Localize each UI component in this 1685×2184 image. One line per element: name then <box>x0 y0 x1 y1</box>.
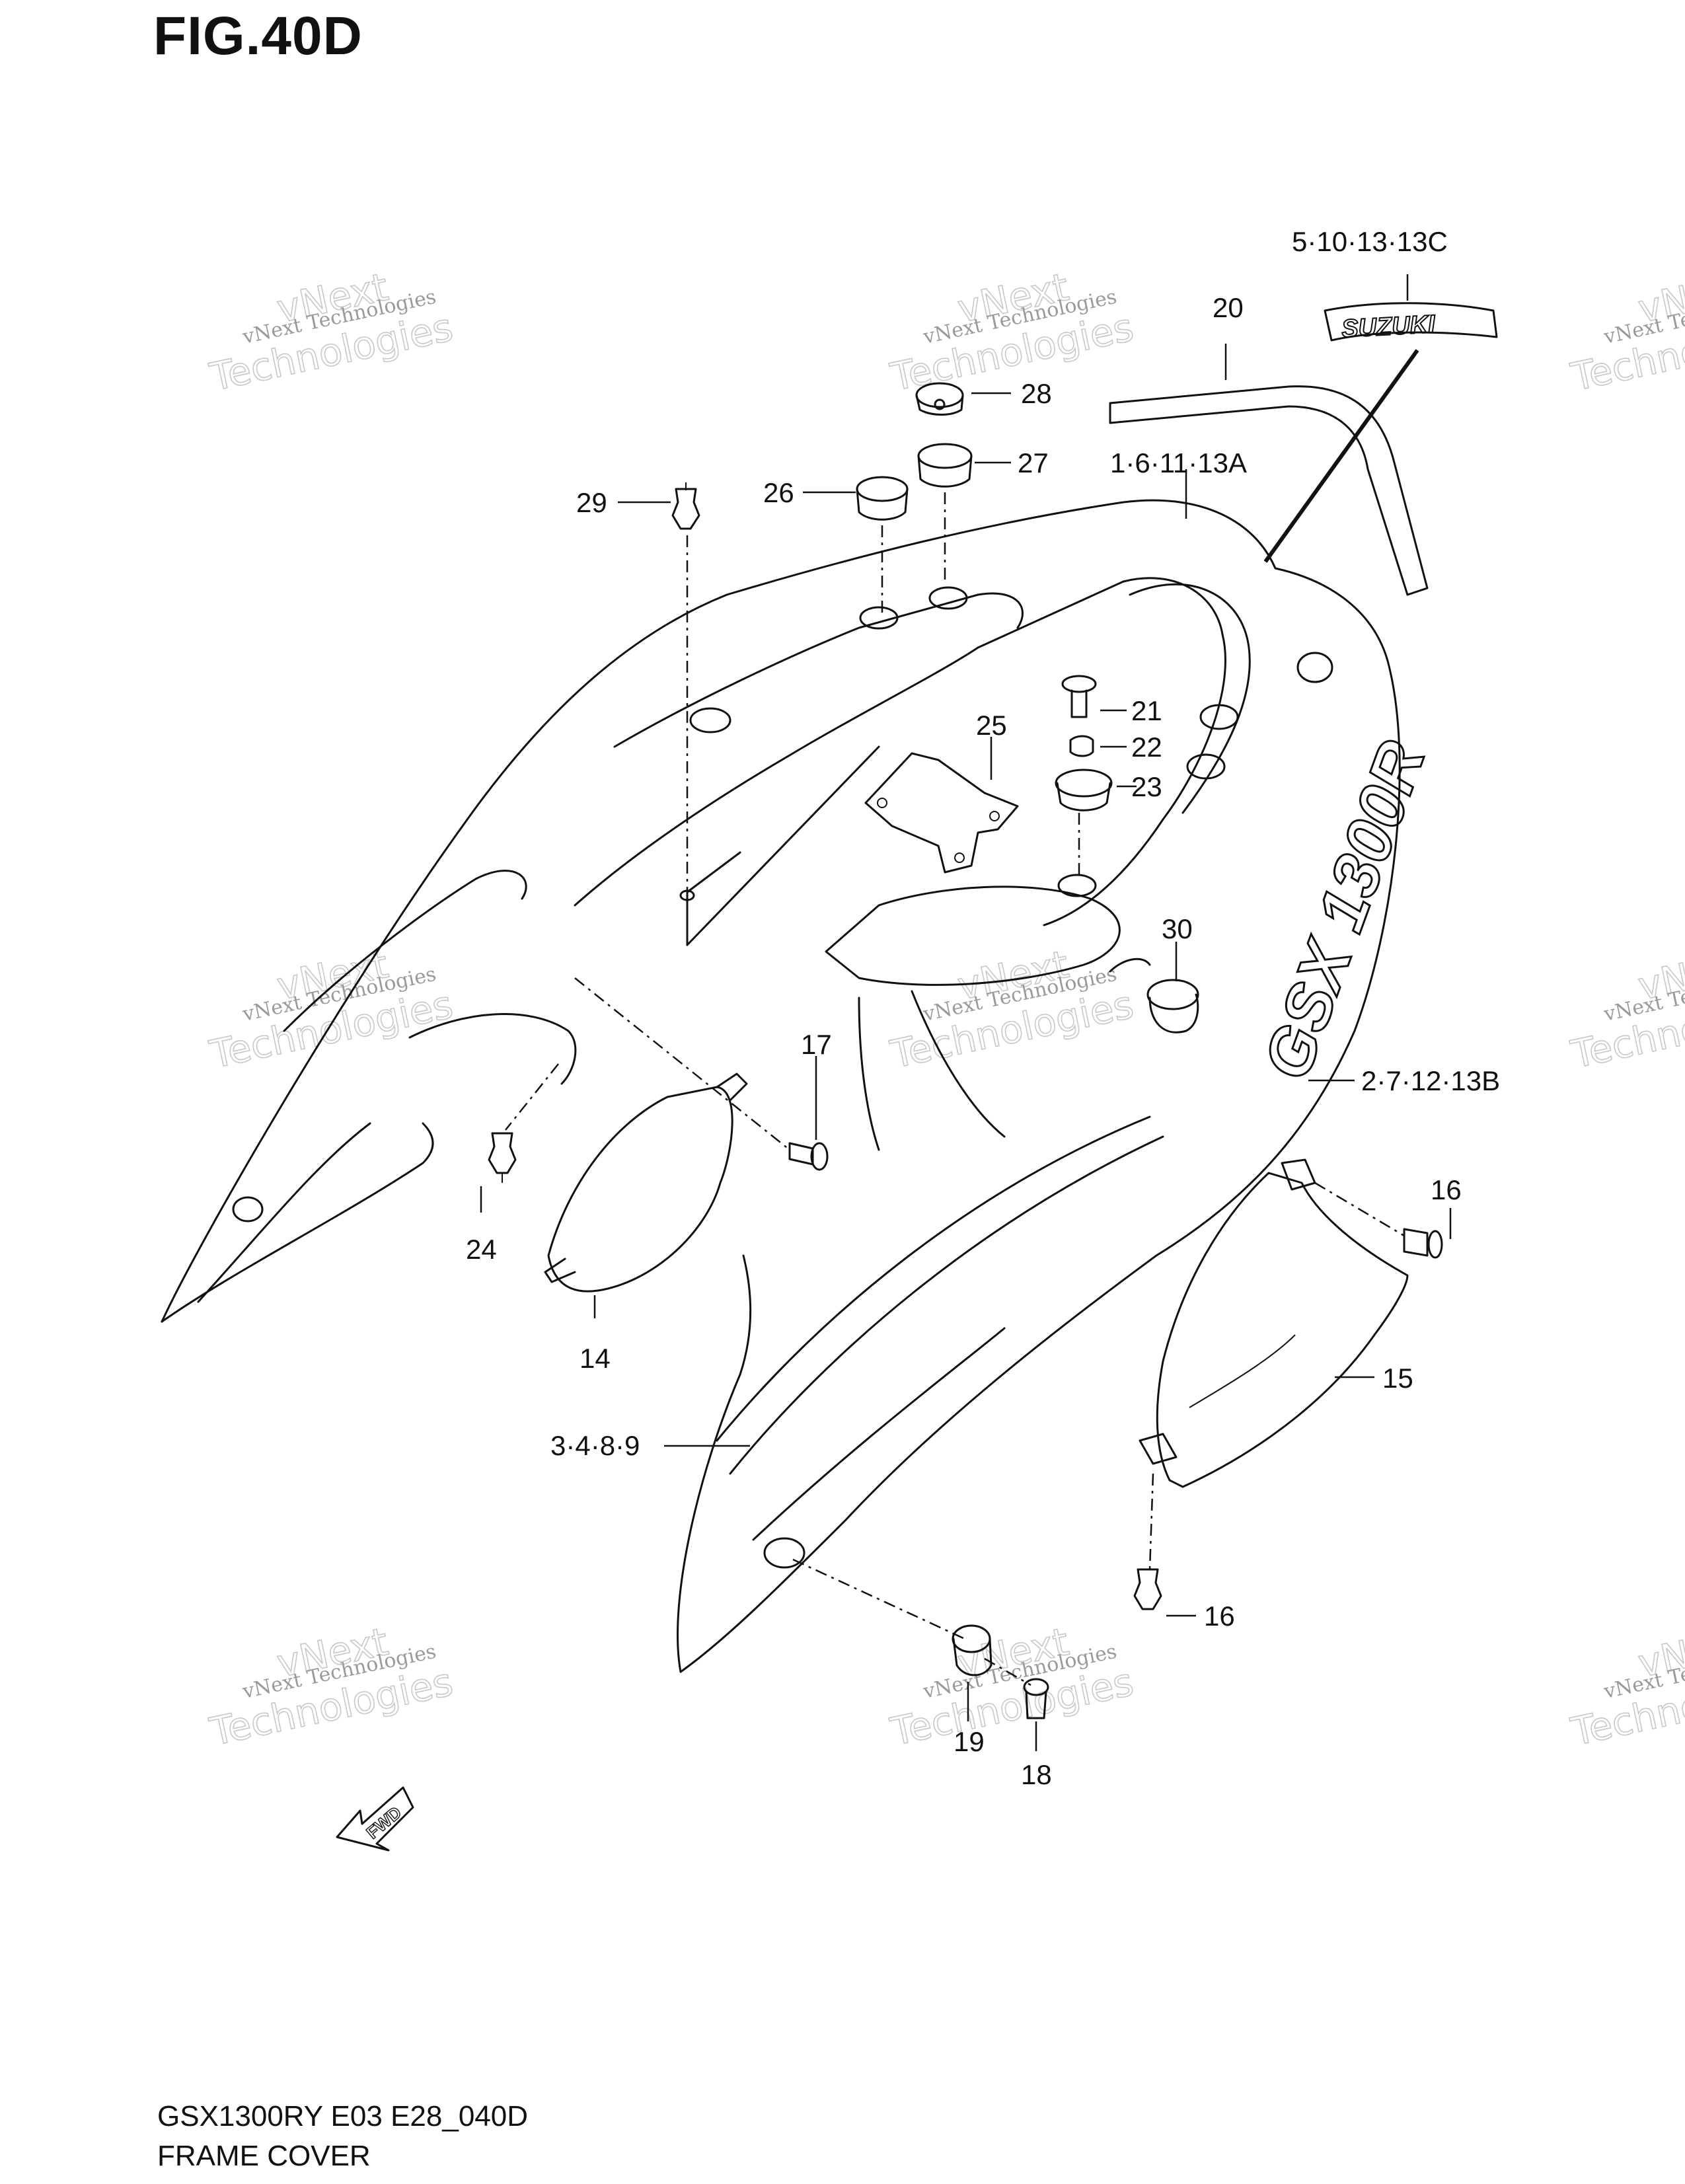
callout-labels: 5·10·13·13C 20 28 27 26 29 1·6·11·13A 21… <box>466 226 1500 1790</box>
suzuki-decal-text: SUZUKI <box>1341 311 1437 343</box>
part-14-pouch <box>544 1073 748 1293</box>
part-27-grommet <box>917 443 973 488</box>
part-28-cap <box>915 382 964 416</box>
watermark-mid-center: Technologies vNext vNext Technologies <box>886 941 1138 1078</box>
figure-title: FIG.40D <box>153 6 363 66</box>
part-25-bracket <box>864 752 1019 874</box>
callout-16-bottom: 16 <box>1204 1600 1235 1632</box>
part-29-clip <box>671 482 700 530</box>
callout-26: 26 <box>763 477 794 508</box>
part-19-grommet <box>952 1624 992 1676</box>
callout-25: 25 <box>976 710 1007 741</box>
callout-20: 20 <box>1213 292 1244 323</box>
part-16-clip-top <box>1403 1228 1443 1259</box>
callout-17: 17 <box>801 1029 832 1060</box>
part-30-grommet <box>1146 979 1199 1034</box>
watermark-low-right: Technologies vNext vNext Technologies <box>1567 1618 1685 1755</box>
callout-16-top: 16 <box>1431 1174 1462 1205</box>
part-20-strip <box>1109 385 1429 596</box>
watermark-group: Technologies vNext vNext Technologies Te… <box>206 264 1685 1755</box>
suzuki-emblem: SUZUKI <box>1324 302 1498 344</box>
callout-1-6-11-13a: 1·6·11·13A <box>1110 447 1247 478</box>
callout-15: 15 <box>1382 1363 1413 1394</box>
model-decal-text: GSX 1300R <box>1249 732 1439 1089</box>
part-24-clip <box>488 1132 517 1183</box>
model-decal: GSX 1300R <box>1248 731 1441 1090</box>
callout-19: 19 <box>954 1726 985 1757</box>
assembly-lines <box>505 492 1405 1686</box>
callout-22: 22 <box>1131 732 1162 763</box>
callout-14: 14 <box>580 1343 611 1374</box>
watermark-mid-left: Technologies vNext vNext Technologies <box>206 941 457 1078</box>
part-17-screw <box>788 1142 829 1171</box>
part-21-bolt <box>1061 675 1097 718</box>
watermark-top-left: Technologies vNext vNext Technologies <box>206 264 457 400</box>
callout-18: 18 <box>1021 1759 1052 1790</box>
watermark-top-right: Technologies vNext vNext Technologies <box>1567 264 1685 400</box>
part-26-grommet <box>856 476 909 521</box>
watermark-low-left: Technologies vNext vNext Technologies <box>206 1618 457 1755</box>
part-23-grommet <box>1055 769 1113 811</box>
callout-5-10-13-13c: 5·10·13·13C <box>1292 226 1448 257</box>
callout-23: 23 <box>1131 771 1162 802</box>
model-code-label: GSX1300RY E03 E28_040D <box>157 2100 529 2132</box>
callout-21: 21 <box>1131 695 1162 726</box>
part-15-side-panel <box>1139 1158 1409 1488</box>
leader-lines <box>480 274 1452 1751</box>
watermark-top-center: Technologies vNext vNext Technologies <box>886 264 1138 400</box>
callout-3-4-8-9: 3·4·8·9 <box>550 1430 640 1461</box>
callout-24: 24 <box>466 1234 497 1265</box>
section-name-label: FRAME COVER <box>157 2140 371 2172</box>
callout-27: 27 <box>1018 447 1049 478</box>
watermark-mid-right: Technologies vNext vNext Technologies <box>1567 941 1685 1078</box>
part-22-collar <box>1069 735 1094 757</box>
frame-cover-body <box>161 499 1401 1673</box>
callout-28: 28 <box>1021 378 1052 409</box>
part-16-clip-bottom <box>1133 1568 1162 1610</box>
part-18-screw <box>1023 1678 1049 1719</box>
callout-30: 30 <box>1162 913 1193 944</box>
watermark-low-center: Technologies vNext vNext Technologies <box>886 1618 1138 1755</box>
callout-29: 29 <box>576 487 607 518</box>
fwd-arrow-icon: FWD <box>336 1786 414 1852</box>
callout-2-7-12-13b: 2·7·12·13B <box>1361 1065 1500 1096</box>
